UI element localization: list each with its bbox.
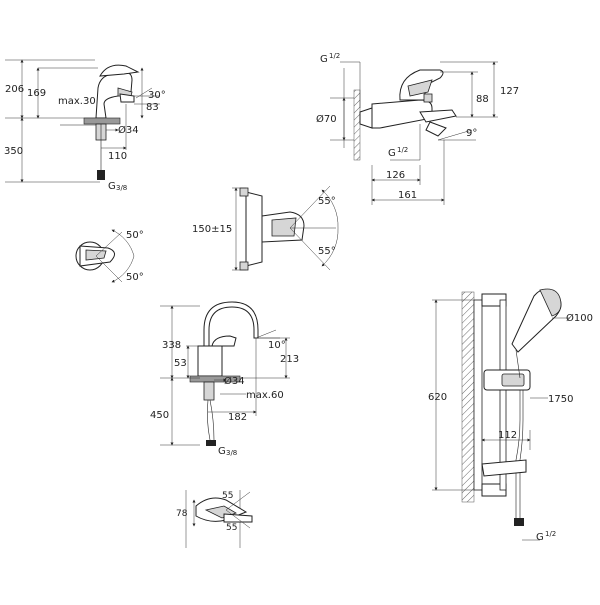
thread-bottom-fraction: 1/2 xyxy=(397,146,408,154)
angle-top-55: 55 xyxy=(222,491,233,501)
dim-150: 150±15 xyxy=(192,224,232,235)
thread-fraction: 3/8 xyxy=(226,449,237,457)
dim-dia-34: Ø34 xyxy=(118,124,139,136)
bath-lever-front-view: 150±15 55° 55° xyxy=(192,185,339,271)
dim-450: 450 xyxy=(150,410,169,421)
dim-max60: max.60 xyxy=(246,390,284,401)
sink-lever-top-view: 55 78 55 xyxy=(176,490,253,548)
dim-338: 338 xyxy=(162,340,181,351)
angle-bottom-55: 55° xyxy=(318,246,336,257)
dim-1750: 1750 xyxy=(548,394,573,405)
dim-max30: max.30 xyxy=(58,96,96,107)
shower-set-side-view: Ø100 620 1750 112 G 1/2 xyxy=(428,288,593,543)
thread-g: G xyxy=(218,446,226,457)
dim-169: 169 xyxy=(27,88,46,99)
dim-53: 53 xyxy=(174,358,187,369)
dim-161: 161 xyxy=(398,190,417,201)
thread-g: G xyxy=(536,532,544,543)
dim-206: 206 xyxy=(5,84,24,95)
dim-182: 182 xyxy=(228,412,247,423)
dim-88: 88 xyxy=(476,94,489,105)
dim-dia-70: Ø70 xyxy=(316,113,337,125)
basin-mixer-side-view: 206 169 max.30 30° 83 350 Ø34 110 G 3/8 xyxy=(4,59,166,192)
angle-top-55: 55° xyxy=(318,196,336,207)
sink-mixer-side-view: 338 10° 213 53 Ø34 450 max.60 182 G 3/8 xyxy=(150,301,299,457)
angle-bottom-50: 50° xyxy=(126,272,144,283)
thread-g: G xyxy=(108,181,116,192)
bath-mixer-side-view: G 1/2 127 88 Ø70 9° G 1/2 126 161 xyxy=(316,52,519,205)
dim-213: 213 xyxy=(280,354,299,365)
thread-top-fraction: 1/2 xyxy=(329,52,340,60)
thread-bottom-g: G xyxy=(388,148,396,159)
angle-top-50: 50° xyxy=(126,230,144,241)
dim-angle-10: 10° xyxy=(268,340,286,351)
dim-angle-9: 9° xyxy=(466,128,477,139)
dim-350: 350 xyxy=(4,146,23,157)
dim-78: 78 xyxy=(176,509,188,519)
basin-lever-top-view: 50° 50° xyxy=(75,229,144,283)
dim-dia-34: Ø34 xyxy=(224,375,245,387)
dim-angle-30: 30° xyxy=(148,90,166,101)
dim-126: 126 xyxy=(386,170,405,181)
thread-top-g: G xyxy=(320,54,328,65)
thread-fraction: 3/8 xyxy=(116,184,127,192)
dim-83: 83 xyxy=(146,102,159,113)
dim-127: 127 xyxy=(500,86,519,97)
thread-fraction: 1/2 xyxy=(545,530,556,538)
angle-bottom-55: 55 xyxy=(226,523,237,533)
dim-dia-100: Ø100 xyxy=(566,312,593,324)
dim-112: 112 xyxy=(498,430,517,441)
dim-110: 110 xyxy=(108,151,127,162)
dim-620: 620 xyxy=(428,392,447,403)
